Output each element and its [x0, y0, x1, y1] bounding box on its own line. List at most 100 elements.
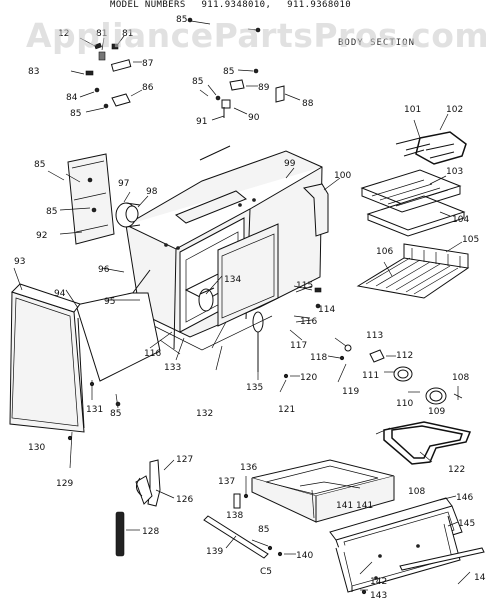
callout-140: 140 [296, 551, 313, 561]
callout-119: 119 [342, 387, 359, 397]
bake-element [375, 421, 472, 465]
callout-118: 118 [310, 353, 327, 363]
callout-129: 129 [56, 479, 73, 489]
callout-122: 122 [448, 465, 465, 475]
callout-85b: 85 [176, 15, 187, 25]
callout-92: 92 [36, 231, 47, 241]
callout-89: 89 [258, 83, 270, 93]
callout-85g: 85 [110, 409, 121, 419]
callout-108a: 108 [452, 373, 469, 383]
vent-bracket [303, 177, 341, 237]
callout-113: 113 [366, 331, 383, 341]
callout-121: 121 [278, 405, 295, 415]
callout-83: 83 [28, 67, 39, 77]
callout-95: 95 [104, 297, 115, 307]
callout-85f: 85 [46, 207, 57, 217]
hardware-cluster-top-left [70, 35, 143, 113]
callout-139: 139 [206, 547, 223, 557]
callout-81b: 81 [122, 29, 133, 39]
callout-labels: 12 81 81 87 83 84 86 85 85 85 85 89 88 9… [14, 15, 486, 600]
callout-142: 142 [370, 577, 387, 587]
callout-94: 94 [54, 289, 66, 299]
callout-12: 12 [58, 29, 69, 39]
callout-86: 86 [142, 83, 154, 93]
callout-141b: 141 [356, 501, 373, 511]
side-panel-left [59, 153, 115, 245]
right-small-parts [279, 285, 463, 405]
callout-90: 90 [248, 113, 260, 123]
door-hinge [135, 459, 175, 507]
callout-131: 131 [86, 405, 103, 415]
drawer-rails [203, 515, 485, 585]
callout-85e: 85 [34, 160, 45, 170]
callout-130: 130 [28, 443, 45, 453]
callout-87: 87 [142, 59, 153, 69]
callout-144: 144 [474, 573, 486, 583]
callout-85h: 85 [258, 525, 269, 535]
callout-116a: 116 [300, 317, 317, 327]
callout-136: 136 [240, 463, 257, 473]
callout-108b: 108 [408, 487, 425, 497]
callout-97: 97 [118, 179, 129, 189]
broiler-pan [360, 169, 466, 237]
callout-85d: 85 [192, 77, 203, 87]
model-number-1: 911.9348010, [201, 0, 272, 10]
callout-120: 120 [300, 373, 317, 383]
callout-102: 102 [446, 105, 463, 115]
callout-111: 111 [362, 371, 379, 381]
callout-112: 112 [396, 351, 413, 361]
callout-c5: C5 [260, 567, 272, 577]
callout-101: 101 [404, 105, 421, 115]
door-hardware [89, 380, 121, 409]
door-handle-part [115, 511, 140, 557]
model-number-2: 911.9368010 [287, 0, 352, 10]
callout-141a: 141 [336, 501, 353, 511]
callout-103: 103 [446, 167, 463, 177]
callout-127: 127 [176, 455, 193, 465]
section-label: BODY SECTION [338, 38, 416, 48]
callout-88: 88 [302, 99, 314, 109]
callout-98: 98 [146, 187, 158, 197]
drawer-front [329, 495, 463, 593]
callout-135: 135 [246, 383, 263, 393]
broil-element [395, 113, 467, 165]
callout-117: 117 [290, 341, 307, 351]
callout-81: 81 [96, 29, 107, 39]
callout-134: 134 [224, 275, 241, 285]
drawer-hardware [233, 476, 373, 595]
callout-85c: 85 [223, 67, 234, 77]
callout-85a: 85 [70, 109, 81, 119]
callout-137: 137 [218, 477, 235, 487]
callout-110: 110 [396, 399, 413, 409]
storage-drawer [251, 459, 395, 523]
burner-cylinder [115, 191, 149, 228]
callout-138: 138 [226, 511, 243, 521]
callout-96: 96 [98, 265, 110, 275]
callout-100: 100 [334, 171, 351, 181]
callout-84: 84 [66, 93, 78, 103]
callout-91: 91 [196, 117, 207, 127]
callout-145: 145 [458, 519, 475, 529]
callout-114: 114 [318, 305, 335, 315]
callout-126: 126 [176, 495, 193, 505]
oven-rack [356, 241, 470, 299]
oven-door [9, 267, 161, 469]
hardware-cluster-top-center [187, 17, 301, 121]
callout-143: 143 [370, 591, 387, 600]
callout-132: 132 [196, 409, 213, 419]
callout-109: 109 [428, 407, 445, 417]
callout-104: 104 [452, 215, 469, 225]
callout-93: 93 [14, 257, 25, 267]
callout-105: 105 [462, 235, 479, 245]
callout-99: 99 [284, 159, 296, 169]
callout-116b: 116 [144, 349, 161, 359]
callout-106: 106 [376, 247, 393, 257]
leader-lines [47, 89, 313, 380]
callout-133: 133 [164, 363, 181, 373]
callout-128: 128 [142, 527, 159, 537]
oven-body [125, 145, 323, 372]
model-numbers-header: MODEL NUMBERS 911.9348010, 911.9368010 [110, 0, 430, 14]
model-numbers-label: MODEL NUMBERS [110, 0, 186, 10]
